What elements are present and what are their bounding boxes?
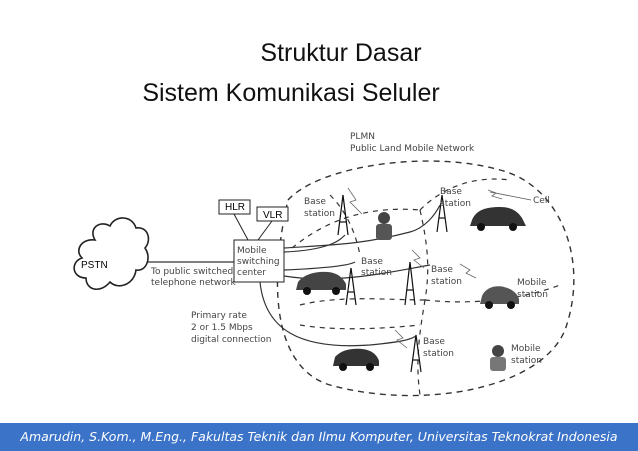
base-station-label: Base [304, 197, 326, 207]
radio-link [347, 187, 503, 349]
footer-credit: Amarudin, S.Kom., M.Eng., Fakultas Tekni… [20, 429, 618, 444]
mobile-station-label: Mobile [511, 344, 541, 354]
plmn-boundary [276, 160, 575, 397]
base-station-label: Base [423, 337, 445, 347]
primary-rate-label-1: Primary rate [191, 311, 247, 321]
msc-links [259, 204, 441, 347]
pstn-link-sublabel: telephone network [151, 278, 236, 288]
station-label: station [431, 277, 462, 287]
mobile-station-sublabel: station [517, 290, 548, 300]
person-icon [490, 345, 506, 371]
page-title-line1: Struktur Dasar [260, 39, 422, 67]
msc-label-3: center [237, 268, 266, 278]
primary-rate-label-2: 2 or 1.5 Mbps [191, 323, 253, 333]
station-label: station [423, 349, 454, 359]
station-label: station [361, 268, 392, 278]
station-label: station [440, 199, 471, 209]
primary-rate-label-3: digital connection [191, 335, 271, 345]
cell-boundaries [291, 178, 561, 396]
page-title-line2: Sistem Komunikasi Seluler [142, 79, 440, 107]
pstn-cloud [73, 217, 150, 290]
pstn-link-label: To public switched [150, 267, 233, 277]
base-station-tower [337, 194, 448, 373]
mobile-station-sublabel: station [511, 356, 542, 366]
car-icon [296, 271, 346, 295]
msc-label-1: Mobile [237, 246, 267, 256]
vlr-label: VLR [263, 210, 282, 221]
cell-label: Cell [533, 196, 550, 206]
mobile-station-label: Mobile [517, 278, 547, 288]
footer-bar: Amarudin, S.Kom., M.Eng., Fakultas Tekni… [0, 423, 638, 451]
msc-box [233, 239, 285, 283]
cellular-system-diagram: PLMN Public Land Mobile Network PSTN To … [73, 132, 575, 397]
car-icon [480, 286, 519, 309]
hlr-label: HLR [225, 202, 245, 213]
base-station-label: Base [440, 187, 462, 197]
vlr-box [256, 206, 289, 222]
station-label: station [304, 209, 335, 219]
msc-label-2: switching [237, 257, 280, 267]
pstn-label: PSTN [81, 260, 108, 271]
car-icon [333, 348, 379, 371]
base-station-label: Base [361, 257, 383, 267]
person-icon [376, 212, 392, 240]
car-icon [470, 207, 526, 231]
base-station-label: Base [431, 265, 453, 275]
plmn-label: PLMN [350, 132, 375, 142]
plmn-sublabel: Public Land Mobile Network [350, 144, 475, 154]
